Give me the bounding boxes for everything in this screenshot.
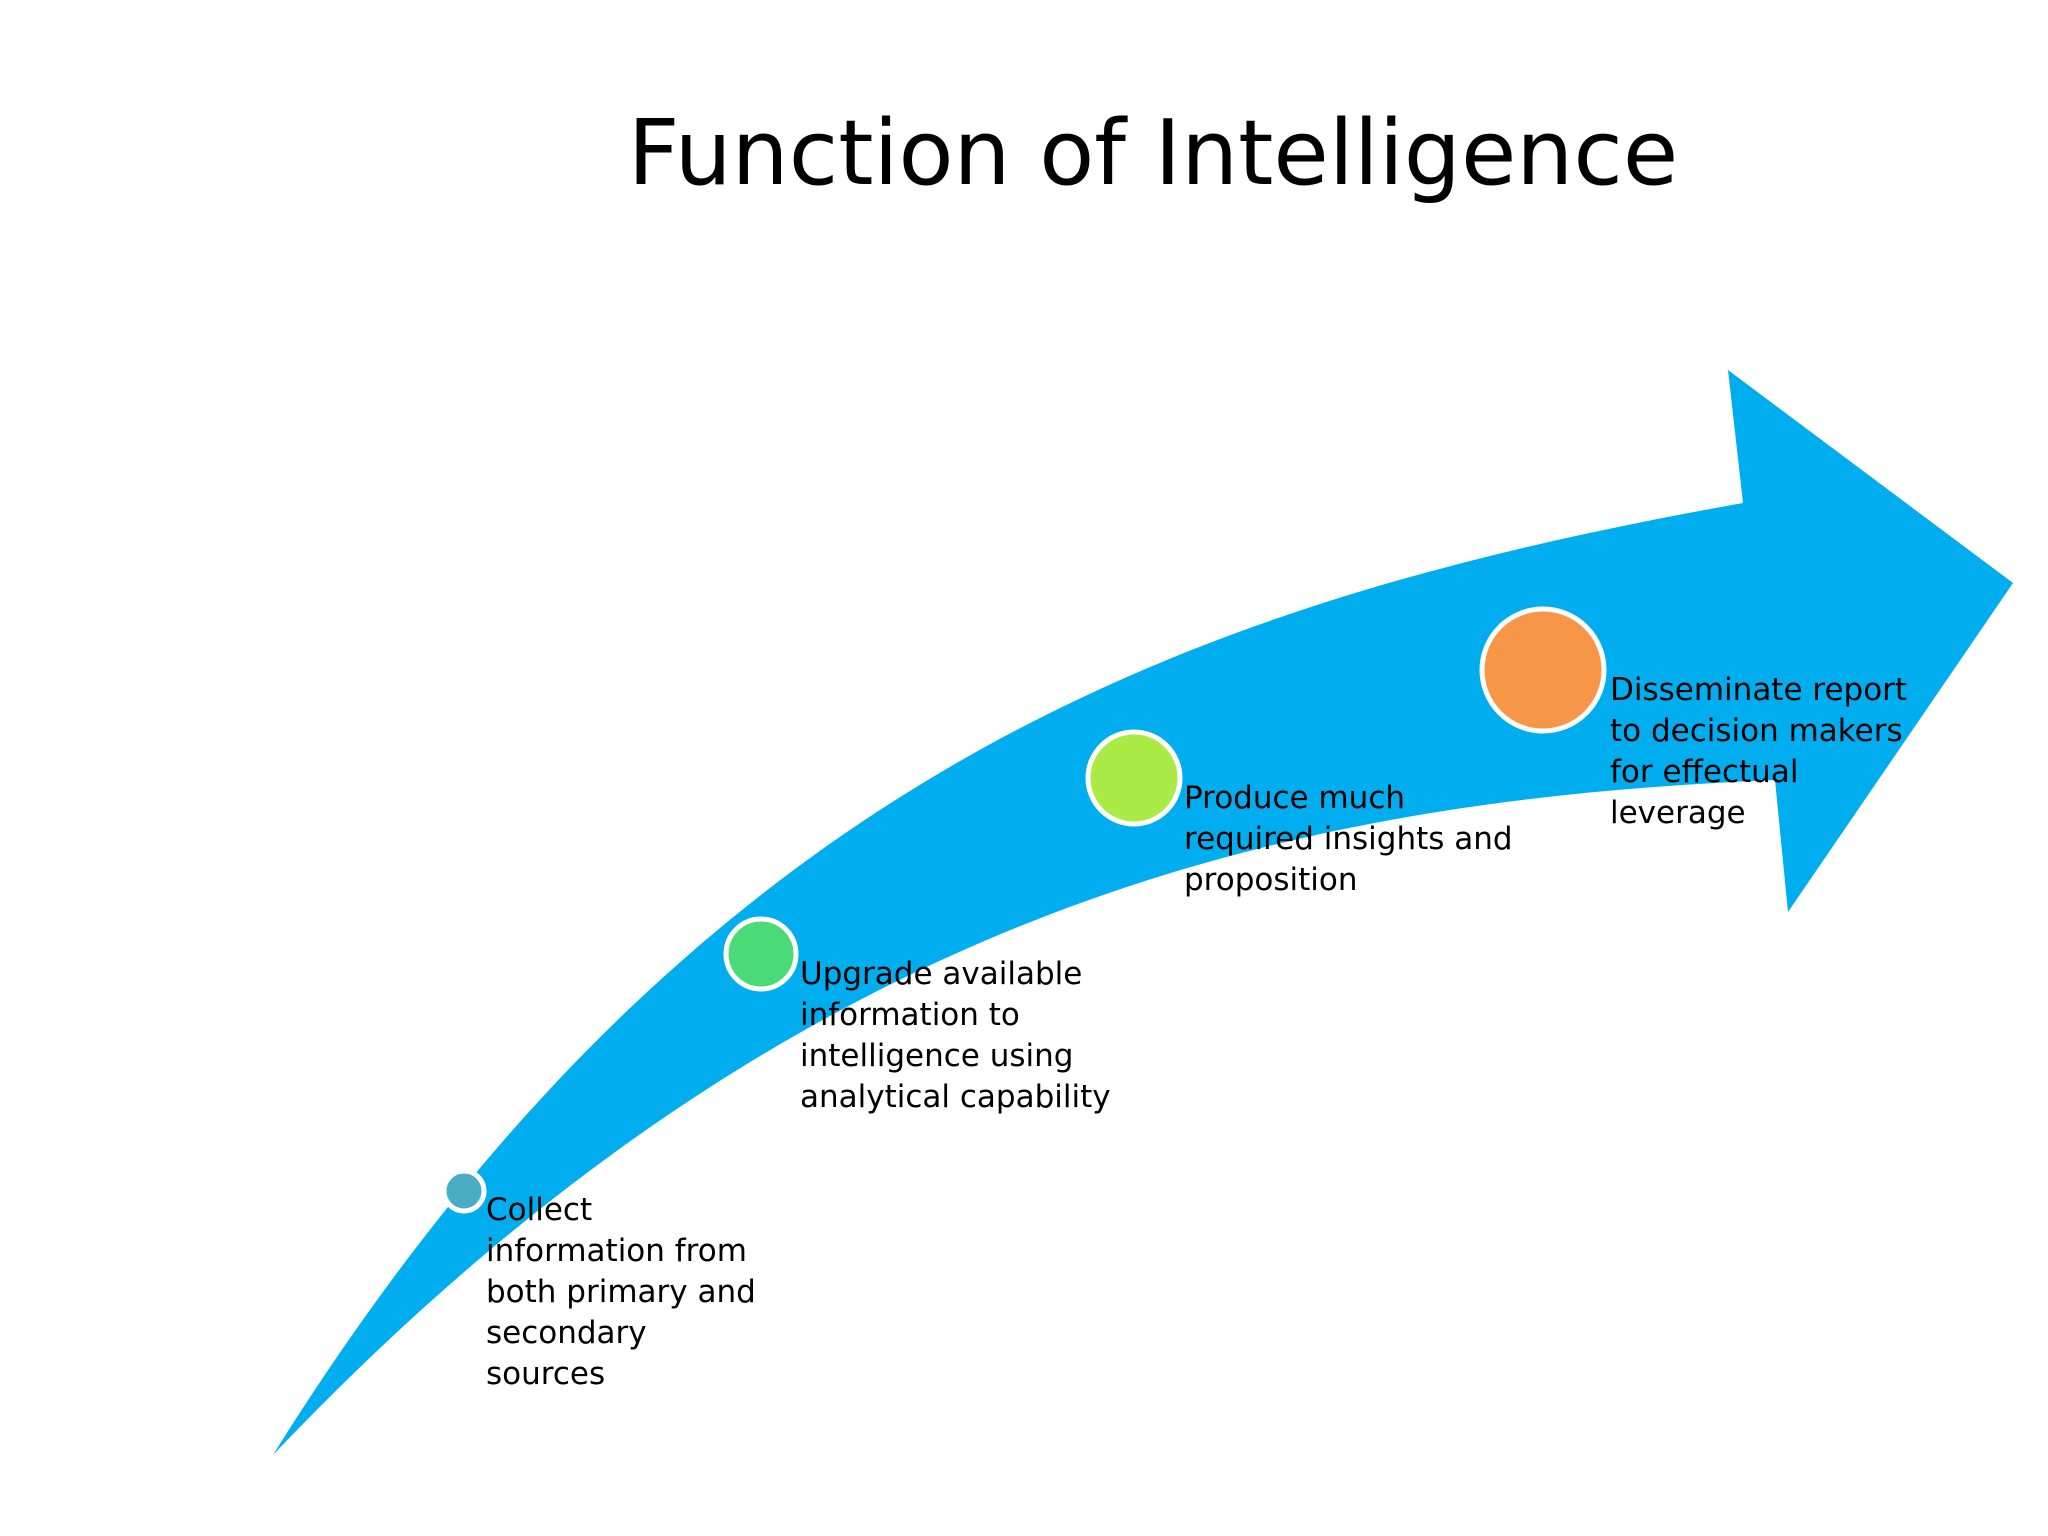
- step-3-marker: [1085, 729, 1183, 827]
- step-4-marker: [1479, 606, 1607, 734]
- step-2-label: Upgrade available information to intelli…: [800, 956, 1111, 1115]
- step-3-label: Produce much required insights and propo…: [1184, 780, 1513, 898]
- slide-title: Function of Intelligence: [627, 101, 1679, 206]
- step-2-marker: [723, 916, 799, 992]
- step-1-label: Collect information from both primary an…: [486, 1192, 756, 1392]
- step-1-marker: [441, 1168, 487, 1214]
- step-4-label: Disseminate report to decision makers fo…: [1610, 672, 1908, 831]
